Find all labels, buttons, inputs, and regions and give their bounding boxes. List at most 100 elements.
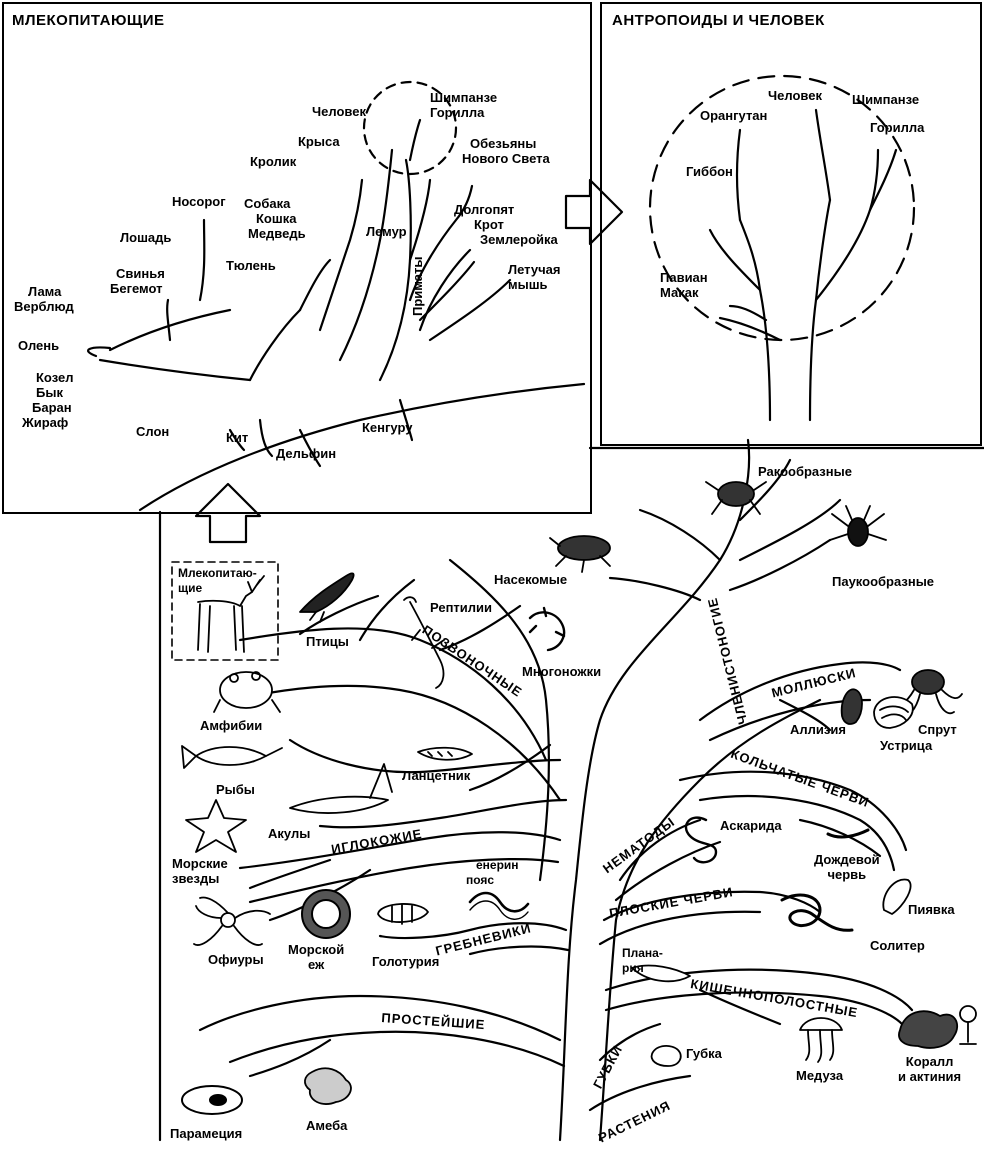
label-fish: Рыбы	[216, 782, 255, 797]
label-planarian-a: Плана-	[622, 946, 663, 961]
label-gorilla: Горилла	[430, 105, 497, 120]
label-rat: Крыса	[298, 134, 340, 149]
label-mammals-small: Млекопитаю- щие	[178, 566, 257, 596]
label-bear: Медведь	[248, 226, 306, 241]
label-llama-camel: Лама Верблюд	[14, 284, 74, 314]
sea-cucumber-icon	[378, 904, 428, 924]
label-oyster: Устрица	[880, 738, 932, 753]
label-bat: Летучая мышь	[508, 262, 560, 292]
label-amphibians: Амфибии	[200, 718, 262, 733]
label-carnivores: Собака Кошка Медведь	[244, 196, 306, 241]
label-lancelet: Ланцетник	[402, 768, 470, 783]
label-deer: Олень	[18, 338, 59, 353]
label-gibbon: Гиббон	[686, 164, 733, 179]
sea-hare-icon	[842, 689, 862, 724]
label-starfish-b: звезды	[172, 871, 228, 886]
crab-icon	[706, 482, 766, 514]
label-birds: Птицы	[306, 634, 349, 649]
protist-branch	[200, 996, 564, 1076]
label-octopus: Спрут	[918, 722, 957, 737]
label-amoeba: Амеба	[306, 1118, 347, 1133]
label-whale: Кит	[226, 430, 248, 445]
label-millipedes: Многоножки	[522, 664, 601, 679]
label-seal: Тюлень	[226, 258, 276, 273]
label-starfish-a: Морские	[172, 856, 228, 871]
label-bull: Бык	[36, 385, 73, 400]
label-llama: Лама	[28, 284, 74, 299]
label-bat-b: мышь	[508, 277, 560, 292]
label-new-world: Нового Света	[462, 151, 550, 166]
label-rhino: Носорог	[172, 194, 226, 209]
label-baboon: Павиан	[660, 270, 708, 285]
amoeba-icon	[305, 1068, 351, 1104]
label-crustaceans: Ракообразные	[758, 464, 852, 479]
label-pig: Свинья	[116, 266, 165, 281]
label-tapeworm: Солитер	[870, 938, 925, 953]
label-planarian-b: рия	[622, 961, 663, 976]
lancelet-icon	[418, 748, 472, 760]
label-coral-b: и актиния	[898, 1069, 961, 1084]
label-dog: Собака	[244, 196, 306, 211]
mammals-panel	[2, 2, 592, 514]
label-baboon-macaque: Павиан Макак	[660, 270, 708, 300]
label-kangaroo: Кенгуру	[362, 420, 413, 435]
label-tarsier-mole: Долгопят Крот Землеройка	[454, 202, 558, 247]
label-human: Человек	[312, 104, 366, 119]
coral-icon	[899, 1011, 957, 1048]
anemone-icon	[960, 1006, 976, 1044]
label-horse: Лошадь	[120, 230, 171, 245]
label-orangutan: Орангутан	[700, 108, 767, 123]
label-rabbit: Кролик	[250, 154, 296, 169]
brittle-star-icon	[194, 898, 270, 946]
frog-icon	[214, 672, 280, 712]
label-arachnids: Паукообразные	[832, 574, 934, 589]
label-tarsier: Долгопят	[454, 202, 558, 217]
vertebrate-branch	[230, 580, 566, 827]
label-primates: Приматы	[410, 257, 425, 316]
paramecium-icon	[182, 1086, 242, 1114]
sea-urchin-icon	[302, 890, 350, 938]
primates-panel-title: АНТРОПОИДЫ И ЧЕЛОВЕК	[612, 12, 825, 29]
label-anthropoid-gorilla: Горилла	[870, 120, 924, 135]
label-ram: Баран	[32, 400, 73, 415]
oyster-icon	[874, 697, 913, 728]
label-sea-urchin-b: еж	[288, 957, 344, 972]
label-earthworm-a: Дождевой	[814, 852, 880, 867]
label-brittle-stars: Офиуры	[208, 952, 264, 967]
label-sponge: Губка	[686, 1046, 722, 1061]
label-sea-urchin-a: Морской	[288, 942, 344, 957]
label-hippo: Бегемот	[110, 281, 165, 296]
leech-icon	[883, 879, 910, 914]
label-chimpanzee: Шимпанзе	[430, 90, 497, 105]
label-lemur: Лемур	[366, 224, 407, 239]
label-venus-girdle: енерин пояс	[466, 858, 519, 888]
bird-icon	[300, 573, 354, 622]
label-chimp-gorilla: Шимпанзе Горилла	[430, 90, 497, 120]
label-cat: Кошка	[256, 211, 306, 226]
label-dolphin: Дельфин	[276, 446, 336, 461]
label-monkeys: Обезьяны	[470, 136, 550, 151]
label-giraffe: Жираф	[22, 415, 73, 430]
label-sea-urchin: Морской еж	[288, 942, 344, 972]
label-bat-a: Летучая	[508, 262, 560, 277]
label-planarian: Плана- рия	[622, 946, 663, 976]
label-sea-hare: Аллизия	[790, 722, 846, 737]
label-leech: Пиявка	[908, 902, 955, 917]
label-anthropoid-human: Человек	[768, 88, 822, 103]
starfish-icon	[186, 800, 246, 852]
arthropod-branch	[610, 460, 840, 600]
label-sea-cucumber: Голотурия	[372, 954, 439, 969]
jellyfish-icon	[800, 1018, 842, 1062]
label-bovids: Козел Бык Баран Жираф	[22, 370, 73, 430]
label-reptiles: Рептилии	[430, 600, 492, 615]
label-goat: Козел	[36, 370, 73, 385]
label-mammals-b: щие	[178, 581, 257, 596]
primates-panel	[600, 2, 982, 446]
label-venus-a: енерин	[476, 858, 519, 873]
label-pig-hippo: Свинья Бегемот	[116, 266, 165, 296]
label-elephant: Слон	[136, 424, 169, 439]
label-insects: Насекомые	[494, 572, 567, 587]
label-venus-b: пояс	[466, 873, 519, 888]
label-ascaris: Аскарида	[720, 818, 782, 833]
